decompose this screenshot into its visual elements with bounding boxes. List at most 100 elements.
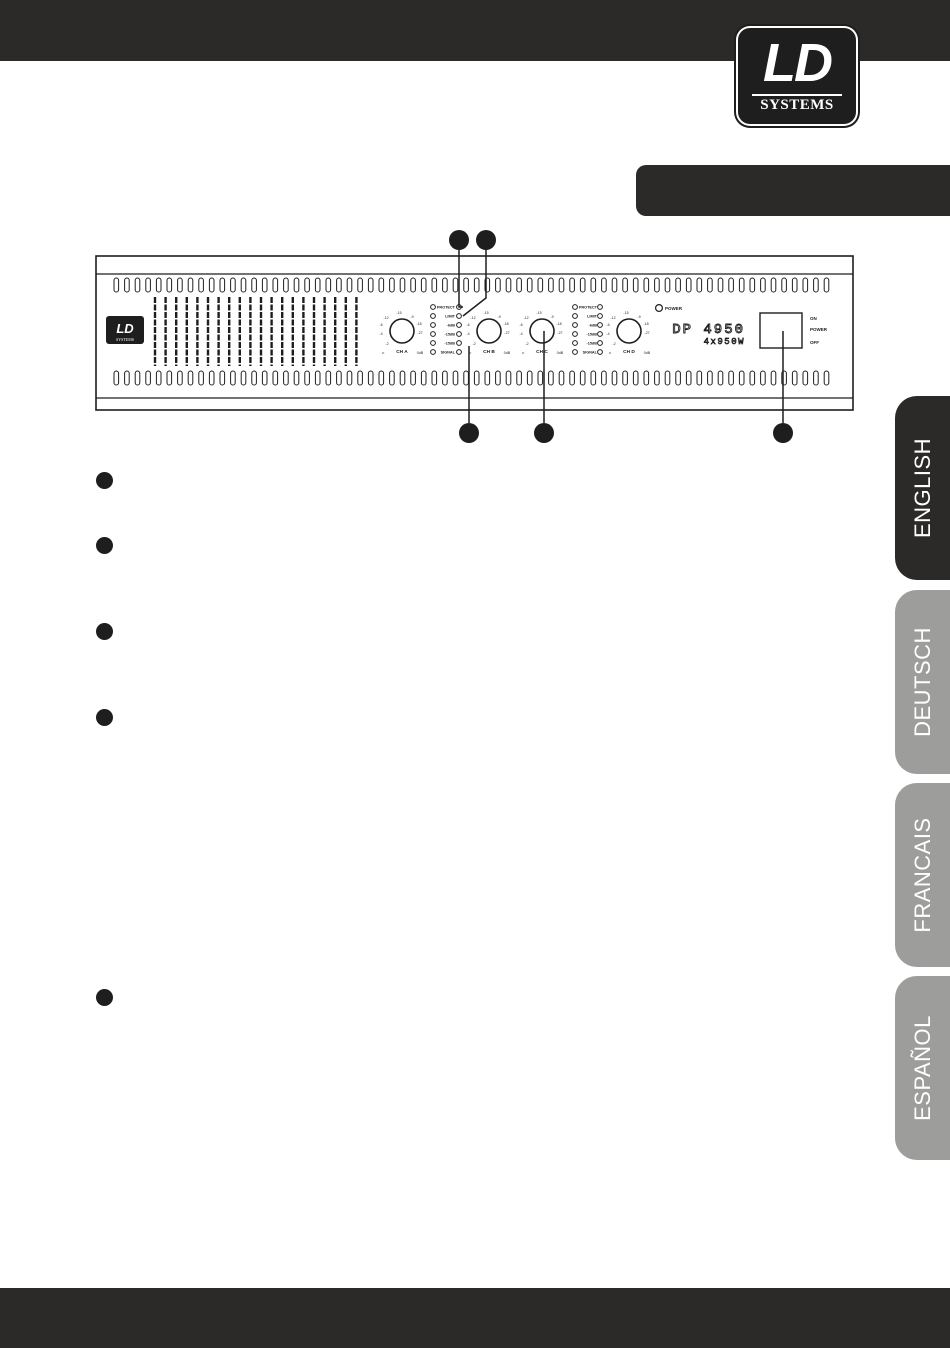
vent-slot <box>187 277 194 293</box>
led-indicator <box>430 322 436 328</box>
description-bullet-2 <box>96 537 113 554</box>
gain-knob <box>476 318 502 344</box>
vent-slot <box>208 370 215 386</box>
vent-slot <box>505 277 512 293</box>
vent-slot <box>770 277 777 293</box>
switch-off-label: OFF <box>810 340 819 345</box>
description-bullet-5 <box>96 989 113 1006</box>
led-label: -6dB <box>589 324 598 328</box>
knob-scale-label: ∞ <box>522 351 525 355</box>
knob-scale-label: -6 <box>606 323 609 327</box>
panel-logo: LD SYSTEMS <box>106 316 144 344</box>
led-columns: PROTECTLIMIT-6dB-15dB-15dBSIGNALPROTECTL… <box>430 304 603 355</box>
led-indicator <box>430 349 436 355</box>
led-label: -6dB <box>447 324 456 328</box>
vent-slot <box>622 277 628 293</box>
vent-slot <box>622 370 628 386</box>
vent-slot <box>134 277 141 293</box>
vent-slot <box>579 277 586 293</box>
vent-slot <box>272 277 279 293</box>
vent-slot <box>791 277 798 293</box>
vent-slot <box>675 277 681 293</box>
vent-slot <box>516 370 522 386</box>
vent-slot <box>664 370 671 386</box>
vent-slot <box>558 277 565 293</box>
tab-deutsch[interactable]: DEUTSCH <box>895 590 950 774</box>
gain-knob <box>616 318 642 344</box>
led-label: LIMIT <box>587 315 598 319</box>
vent-slot <box>781 277 787 293</box>
knob-scale-label: -18 <box>416 322 421 326</box>
vent-slot <box>357 277 363 293</box>
callout-line-2 <box>462 250 487 317</box>
front-grille <box>153 297 358 366</box>
knob-scale-label: -2 <box>525 342 528 346</box>
vent-slot <box>145 370 151 386</box>
tab-espanol[interactable]: ESPAÑOL <box>895 976 950 1160</box>
channel-label: CH D <box>623 349 635 355</box>
channel-label: CH A <box>396 349 408 355</box>
vent-slot <box>230 370 236 386</box>
vent-slot <box>537 370 544 386</box>
tab-francais[interactable]: FRANCAIS <box>895 783 950 967</box>
knob-scale-label: -27 <box>557 331 562 335</box>
led-label: -15dB <box>586 333 597 337</box>
vent-slot <box>675 370 681 386</box>
knob-scale-label: -2 <box>385 342 388 346</box>
vent-slot <box>113 277 120 293</box>
vent-slot <box>336 370 342 386</box>
vent-slot <box>240 277 247 293</box>
led-indicator <box>572 304 578 310</box>
led-indicator <box>597 340 603 346</box>
knob-scale-label: -2 <box>472 342 475 346</box>
vent-slot <box>813 370 819 386</box>
vent-slot <box>187 370 194 386</box>
bottom-footer-bar <box>0 1288 950 1348</box>
vent-slot <box>537 277 544 293</box>
ld-systems-logo: LD SYSTEMS <box>738 28 856 124</box>
power-rating: 4x950W <box>704 337 745 347</box>
vent-slot <box>452 277 459 293</box>
section-title-bar <box>636 165 950 216</box>
vent-slot <box>155 277 162 293</box>
vent-slot <box>346 277 353 293</box>
vent-slot <box>632 370 639 386</box>
vent-slot <box>442 277 448 293</box>
switch-on-label: ON <box>810 316 817 321</box>
vent-slot <box>420 277 427 293</box>
tab-english[interactable]: ENGLISH <box>895 396 950 580</box>
vent-slot <box>378 370 385 386</box>
power-led-label: POWER <box>665 306 683 311</box>
knob-scale-label: -27 <box>504 331 509 335</box>
vent-slot <box>696 370 703 386</box>
vent-slot <box>166 277 173 293</box>
vent-slot <box>134 370 141 386</box>
knob-scale-label: -9 <box>497 315 500 319</box>
vent-slot <box>261 277 268 293</box>
vent-slot <box>261 370 268 386</box>
vent-slot <box>293 370 300 386</box>
vent-slot <box>410 277 416 293</box>
vent-slot <box>813 277 819 293</box>
vent-slot <box>346 370 353 386</box>
led-indicator <box>456 349 462 355</box>
vent-slot <box>272 370 279 386</box>
knob-scale-label: 0dB <box>417 351 424 355</box>
vent-slot <box>219 277 226 293</box>
vent-slot <box>304 277 310 293</box>
vent-slot <box>579 370 586 386</box>
led-indicator <box>572 331 578 337</box>
vent-slot <box>643 370 650 386</box>
led-label: -15dB <box>444 333 455 337</box>
vent-slots-bottom <box>113 370 830 386</box>
callout-marker-3 <box>459 423 479 443</box>
vent-slot <box>410 370 416 386</box>
knob-scale-label: -6 <box>379 323 382 327</box>
vent-slot <box>399 277 406 293</box>
vent-slot <box>283 277 289 293</box>
vent-slot <box>473 277 480 293</box>
led-indicator <box>572 340 578 346</box>
led-indicator <box>572 313 578 319</box>
